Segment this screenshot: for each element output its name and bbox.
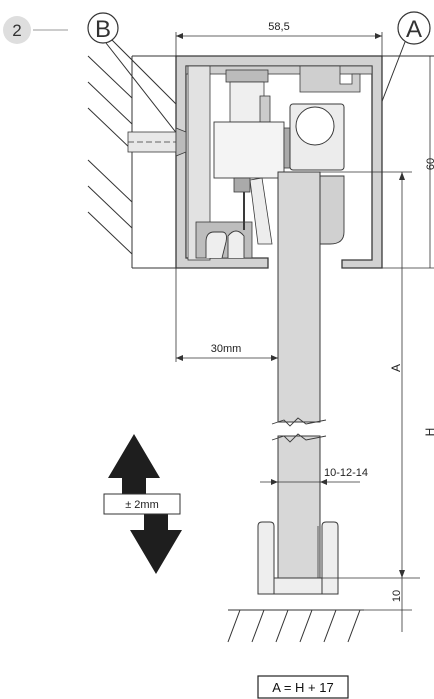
callout-b: B: [87, 12, 179, 136]
callout-a: A: [380, 11, 431, 105]
dim-floor-gap-label: 10: [391, 590, 403, 602]
dim-thickness: 10-12-14: [260, 467, 368, 485]
trolley: [213, 69, 293, 245]
dim-h: H: [320, 428, 434, 579]
dim-a-label: A: [389, 364, 403, 372]
floor-guide: [257, 521, 339, 595]
ceiling: [87, 55, 434, 269]
dim-thickness-label: 10-12-14: [324, 467, 368, 479]
adjust-label: ± 2mm: [125, 499, 159, 511]
dim-h-label: H: [423, 428, 434, 437]
dim-a: A: [320, 171, 412, 578]
damper: [289, 103, 345, 245]
aluminium-profile: [175, 55, 383, 269]
formula: A = H + 17: [272, 680, 333, 695]
floor: [227, 609, 364, 643]
dim-width: 58,5: [175, 21, 383, 58]
step-badge: 2: [3, 16, 68, 44]
dim-width-label: 58,5: [268, 21, 289, 33]
callout-a-label: A: [406, 16, 422, 43]
dim-height-label: 60: [425, 158, 434, 170]
callout-b-label: B: [95, 16, 111, 43]
formula-box: A = H + 17: [257, 675, 349, 699]
dim-offset-label: 30mm: [211, 343, 242, 355]
dim-offset: 30mm: [175, 268, 278, 362]
door-panel: [271, 171, 327, 579]
adjust-arrows: ± 2mm: [103, 434, 182, 574]
step-number: 2: [12, 21, 21, 40]
fixing-screw: [127, 127, 187, 157]
dim-height: 60: [340, 55, 434, 269]
dim-floor-gap: 10: [338, 578, 412, 632]
